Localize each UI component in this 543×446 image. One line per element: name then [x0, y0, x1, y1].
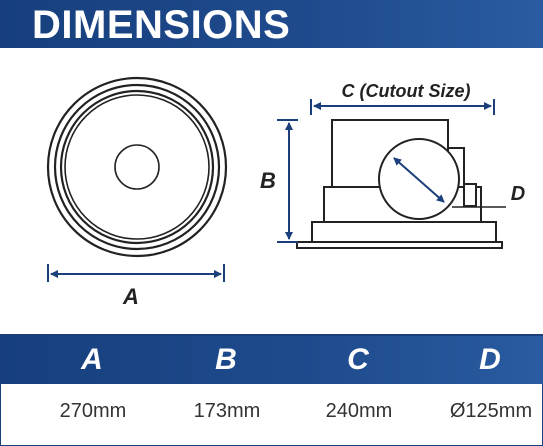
dimensions-table: A B C D 270mm 173mm 240mm Ø125mm: [0, 334, 543, 446]
dimension-c: C (Cutout Size): [310, 81, 495, 115]
grille-plate: [311, 221, 497, 243]
page-title: DIMENSIONS: [32, 3, 291, 47]
header-cell-d: D: [479, 343, 501, 376]
table-header-row: A B C D: [0, 336, 543, 384]
dim-b-label: B: [260, 168, 276, 193]
value-cell-d: Ø125mm: [449, 400, 533, 422]
header-cell-c: C: [347, 343, 369, 376]
outer-ring: [46, 76, 228, 258]
header-cell-b: B: [215, 343, 237, 376]
value-cell-c: 240mm: [325, 400, 393, 422]
dim-d-label: D: [511, 183, 525, 205]
title-banner: DIMENSIONS: [0, 0, 543, 48]
dimension-d: D: [393, 157, 525, 208]
center-circle: [114, 144, 160, 190]
ring-2: [53, 83, 221, 251]
dim-c-label: C (Cutout Size): [342, 81, 471, 101]
value-cell-b: 173mm: [193, 400, 261, 422]
dim-a-label: A: [122, 284, 139, 309]
table-value-row: 270mm 173mm 240mm Ø125mm: [0, 384, 543, 446]
value-cell-a: 270mm: [59, 400, 127, 422]
dimension-a: A: [47, 264, 225, 309]
front-view: [46, 76, 228, 258]
header-cell-a: A: [81, 343, 103, 376]
dim-d-line: [393, 157, 445, 203]
dimension-diagram: A C (Cutout Size) B D: [46, 76, 525, 309]
ring-4: [64, 94, 210, 240]
side-view: [296, 119, 503, 249]
ring-3: [59, 89, 215, 245]
spigot-shoulder: [463, 183, 477, 207]
dimension-b: B: [260, 119, 298, 243]
